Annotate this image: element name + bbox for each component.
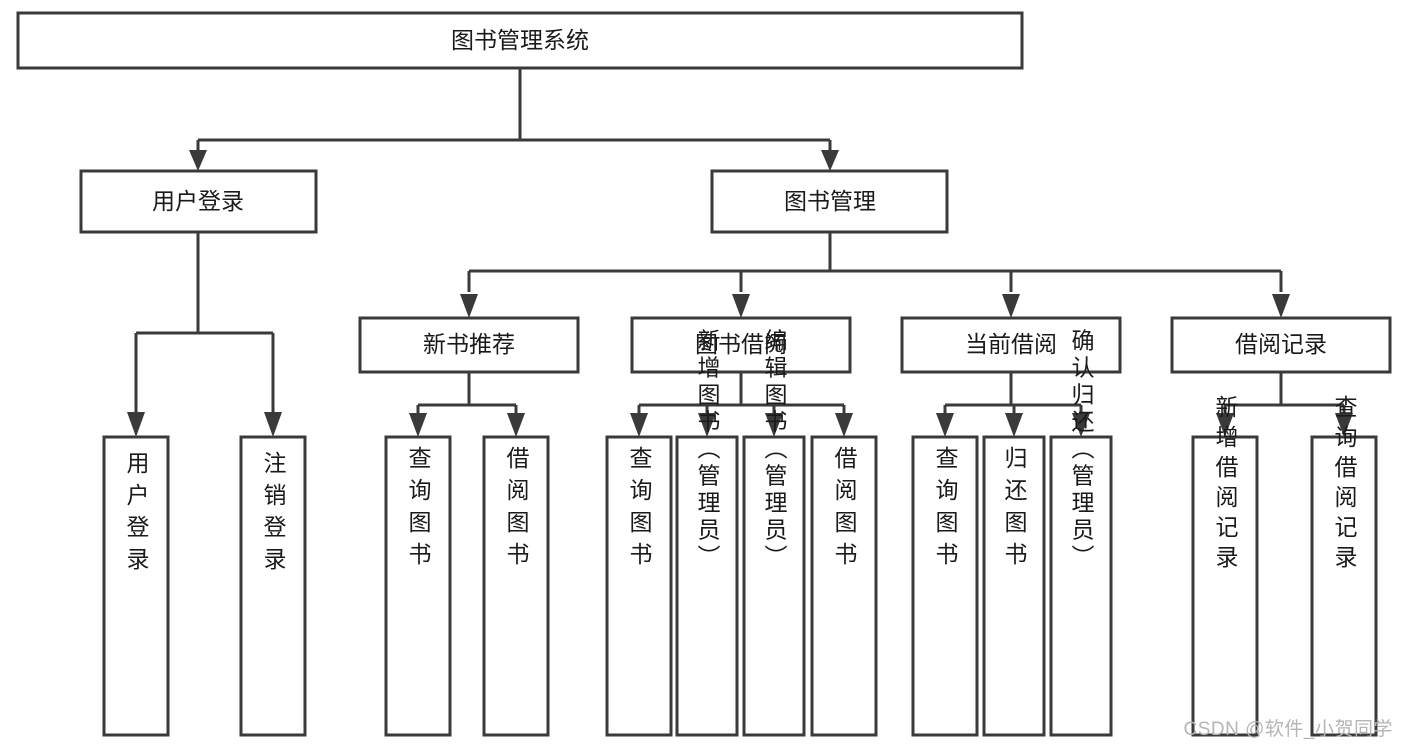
- node-new-book-recommendation-box[interactable]: [358, 316, 580, 374]
- leaf-user-login-box[interactable]: [102, 435, 170, 737]
- node-borrowing-record[interactable]: 借阅记录: [1170, 316, 1392, 374]
- node-current-borrowing-label: 当前借阅: [965, 331, 1057, 357]
- leaf-return-book-box[interactable]: [982, 435, 1046, 737]
- node-borrowing-record-label: 借阅记录: [1235, 331, 1327, 357]
- leaf-user-login[interactable]: 用户登录: [102, 435, 170, 737]
- leaf-add-borrow-record[interactable]: 新增借阅记录: [1191, 395, 1259, 737]
- node-borrowing-record-box[interactable]: [1170, 316, 1392, 374]
- leaf-borrow-book[interactable]: 借阅图书: [810, 435, 878, 737]
- leaf-query-book-recommendation-label: 查询图书: [405, 446, 432, 574]
- arrowhead-user-login: [189, 150, 207, 171]
- arrowhead-book-mgmt: [821, 150, 839, 171]
- arrowhead-leaf-query-book-borrow: [630, 413, 648, 437]
- arrowhead-leaf-logout-login: [264, 412, 282, 437]
- leaf-borrow-book-recommendation-box[interactable]: [482, 435, 550, 737]
- leaf-query-book-borrowing-label: 查询图书: [626, 446, 653, 574]
- leaf-query-borrow-record-box[interactable]: [1310, 435, 1378, 737]
- leaf-borrow-book-label: 借阅图书: [831, 446, 858, 574]
- node-root[interactable]: 图书管理系统: [16, 11, 1024, 70]
- leaf-layer: 用户登录 注销登录 查询图书 借阅图书 查询图书 新增图书（管理员）: [102, 329, 1378, 737]
- arrowhead-leaf-query-book-rec: [409, 413, 427, 437]
- arrowhead-borrow-record: [1272, 294, 1290, 318]
- node-current-borrowing[interactable]: 当前借阅: [900, 316, 1122, 374]
- node-new-book-recommendation[interactable]: 新书推荐: [358, 316, 580, 374]
- arrowhead-leaf-borrow-book-rec: [507, 413, 525, 437]
- arrowhead-leaf-return-book: [1005, 413, 1023, 437]
- node-new-book-recommendation-label: 新书推荐: [423, 331, 515, 357]
- node-book-management-box[interactable]: [710, 169, 949, 234]
- csdn-watermark: CSDN @软件_小贺同学: [1183, 719, 1393, 740]
- leaf-logout-login[interactable]: 注销登录: [239, 435, 307, 737]
- leaf-logout-login-label: 注销登录: [260, 451, 287, 579]
- arrowhead-leaf-borrow-book: [835, 413, 853, 437]
- leaf-confirm-return-admin-box[interactable]: [1049, 435, 1113, 737]
- leaf-add-book-admin-label: 新增图书（管理员）: [694, 329, 721, 572]
- arrowhead-new-book-rec: [460, 294, 478, 318]
- node-book-borrowing-label: 图书借阅: [695, 331, 787, 357]
- node-book-borrowing-box[interactable]: [630, 316, 852, 374]
- leaf-query-book-current[interactable]: 查询图书: [911, 435, 979, 737]
- node-user-login-box[interactable]: [79, 169, 318, 234]
- leaf-add-borrow-record-label: 新增借阅记录: [1212, 395, 1239, 575]
- node-root-box[interactable]: [16, 11, 1024, 70]
- node-user-login-label: 用户登录: [152, 188, 244, 214]
- connector-layer: [127, 68, 1353, 437]
- node-current-borrowing-box[interactable]: [900, 316, 1122, 374]
- arrowhead-current-borrow: [1002, 294, 1020, 318]
- leaf-user-login-label: 用户登录: [123, 451, 150, 579]
- node-book-borrowing[interactable]: 图书借阅: [630, 316, 852, 374]
- arrowhead-leaf-confirm-return: [1072, 413, 1090, 437]
- arrowhead-leaf-edit-book-admin: [765, 413, 783, 437]
- leaf-query-borrow-record-label: 查询借阅记录: [1331, 395, 1358, 575]
- leaf-edit-book-admin-label: 编辑图书（管理员）: [761, 329, 788, 572]
- leaf-confirm-return-admin[interactable]: 确认归还（管理员）: [1049, 329, 1113, 737]
- leaf-query-book-recommendation[interactable]: 查询图书: [384, 435, 452, 737]
- leaf-return-book[interactable]: 归还图书: [982, 435, 1046, 737]
- node-book-management[interactable]: 图书管理: [710, 169, 949, 234]
- leaf-query-book-borrowing[interactable]: 查询图书: [605, 435, 673, 737]
- leaf-query-book-recommendation-box[interactable]: [384, 435, 452, 737]
- leaf-add-book-admin-box[interactable]: [675, 435, 739, 737]
- leaf-borrow-book-recommendation-label: 借阅图书: [503, 446, 530, 574]
- node-user-login[interactable]: 用户登录: [79, 169, 318, 234]
- arrowhead-book-borrow: [732, 294, 750, 318]
- leaf-logout-login-box[interactable]: [239, 435, 307, 737]
- node-book-management-label: 图书管理: [784, 188, 876, 214]
- arrowhead-leaf-add-borrow-record: [1216, 413, 1234, 437]
- leaf-confirm-return-admin-label: 确认归还（管理员）: [1068, 329, 1095, 572]
- leaf-add-book-admin[interactable]: 新增图书（管理员）: [675, 329, 739, 737]
- leaf-query-borrow-record[interactable]: 查询借阅记录: [1310, 395, 1378, 737]
- arrowhead-leaf-add-book-admin: [698, 413, 716, 437]
- leaf-query-book-current-label: 查询图书: [932, 446, 959, 574]
- leaf-add-borrow-record-box[interactable]: [1191, 435, 1259, 737]
- leaf-edit-book-admin-box[interactable]: [742, 435, 806, 737]
- arrowhead-leaf-query-book-current: [936, 413, 954, 437]
- leaf-borrow-book-recommendation[interactable]: 借阅图书: [482, 435, 550, 737]
- leaf-borrow-book-box[interactable]: [810, 435, 878, 737]
- arrowhead-leaf-user-login: [127, 412, 145, 437]
- leaf-query-book-current-box[interactable]: [911, 435, 979, 737]
- arrowhead-leaf-query-borrow-record: [1335, 413, 1353, 437]
- node-root-label: 图书管理系统: [451, 27, 589, 53]
- leaf-query-book-borrowing-box[interactable]: [605, 435, 673, 737]
- leaf-return-book-label: 归还图书: [1001, 446, 1028, 574]
- leaf-edit-book-admin[interactable]: 编辑图书（管理员）: [742, 329, 806, 737]
